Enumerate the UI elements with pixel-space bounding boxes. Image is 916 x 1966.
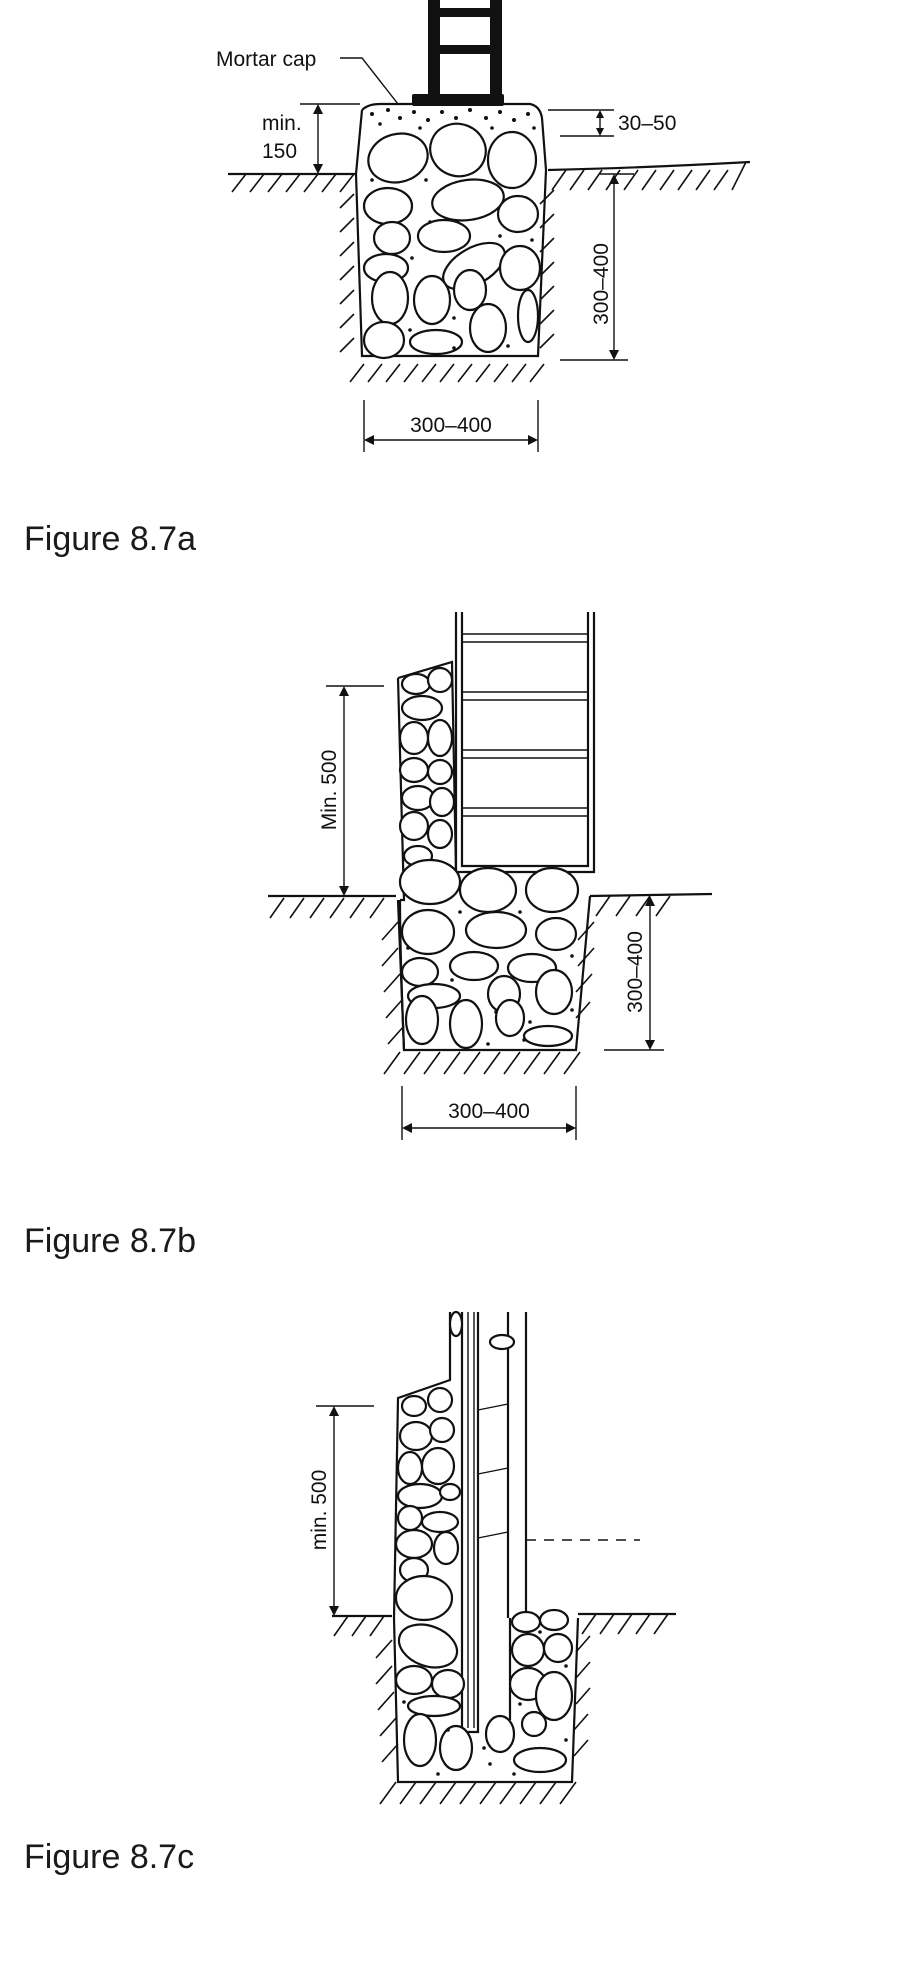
figure-caption: Figure 8.7c	[24, 1838, 195, 1876]
footing-outline	[354, 102, 548, 358]
dim-depth-300-400	[560, 173, 634, 361]
label-cap-thickness: 30–50	[618, 112, 676, 135]
mortar-specks	[406, 910, 574, 1046]
figure-8-7c-drawing: min. 500	[308, 1310, 676, 1805]
frame-member	[412, 0, 504, 106]
ground-surface	[268, 892, 713, 898]
footing-outline	[392, 1312, 580, 1784]
figure-caption: Figure 8.7a	[24, 520, 196, 558]
dim-cap-30-50	[548, 109, 614, 137]
label-150: 150	[262, 140, 297, 163]
dim-height-min-500	[316, 1405, 374, 1616]
frame-member	[454, 612, 596, 874]
figure-8-7b-drawing: Min. 500 300–400 300–400	[268, 612, 713, 1140]
label-height: Min. 500	[318, 750, 341, 831]
label-width: 300–400	[410, 414, 492, 437]
label-depth: 300–400	[590, 243, 613, 325]
figure-caption: Figure 8.7b	[24, 1222, 196, 1260]
dim-depth-300-400	[604, 896, 664, 1051]
footing-outline	[396, 660, 592, 1052]
ground-hatch	[231, 161, 747, 383]
label-width: 300–400	[448, 1100, 530, 1123]
figure-8-7a-drawing: Mortar cap min. 150 30–50 300–400 300–40…	[216, 0, 751, 452]
figure-8-7c: min. 500 Figure 8.7c	[0, 1300, 916, 1966]
ground-hatch	[333, 1613, 669, 1805]
figure-8-7b: Min. 500 300–400 300–400 Figure 8.7b	[0, 600, 916, 1270]
rubble-stones	[394, 1310, 574, 1774]
label-mortar-cap: Mortar cap	[216, 48, 316, 71]
dim-width-300-400	[401, 1086, 577, 1140]
ground-surface	[332, 1612, 676, 1618]
label-height: min. 500	[308, 1470, 331, 1551]
mortar-specks	[402, 1630, 568, 1776]
label-depth: 300–400	[624, 931, 647, 1013]
figure-8-7a: Mortar cap min. 150 30–50 300–400 300–40…	[0, 0, 916, 560]
mortar-cap-leader	[340, 57, 399, 105]
dim-min-150	[300, 103, 360, 174]
rubble-stones	[362, 122, 542, 360]
dim-height-min-500	[326, 685, 384, 896]
ground-surface	[228, 160, 751, 176]
ground-hatch	[269, 895, 671, 1075]
mortar-specks	[370, 108, 536, 350]
label-min: min.	[262, 112, 302, 135]
rubble-stones	[398, 666, 580, 1050]
dim-width-300-400	[363, 400, 539, 452]
